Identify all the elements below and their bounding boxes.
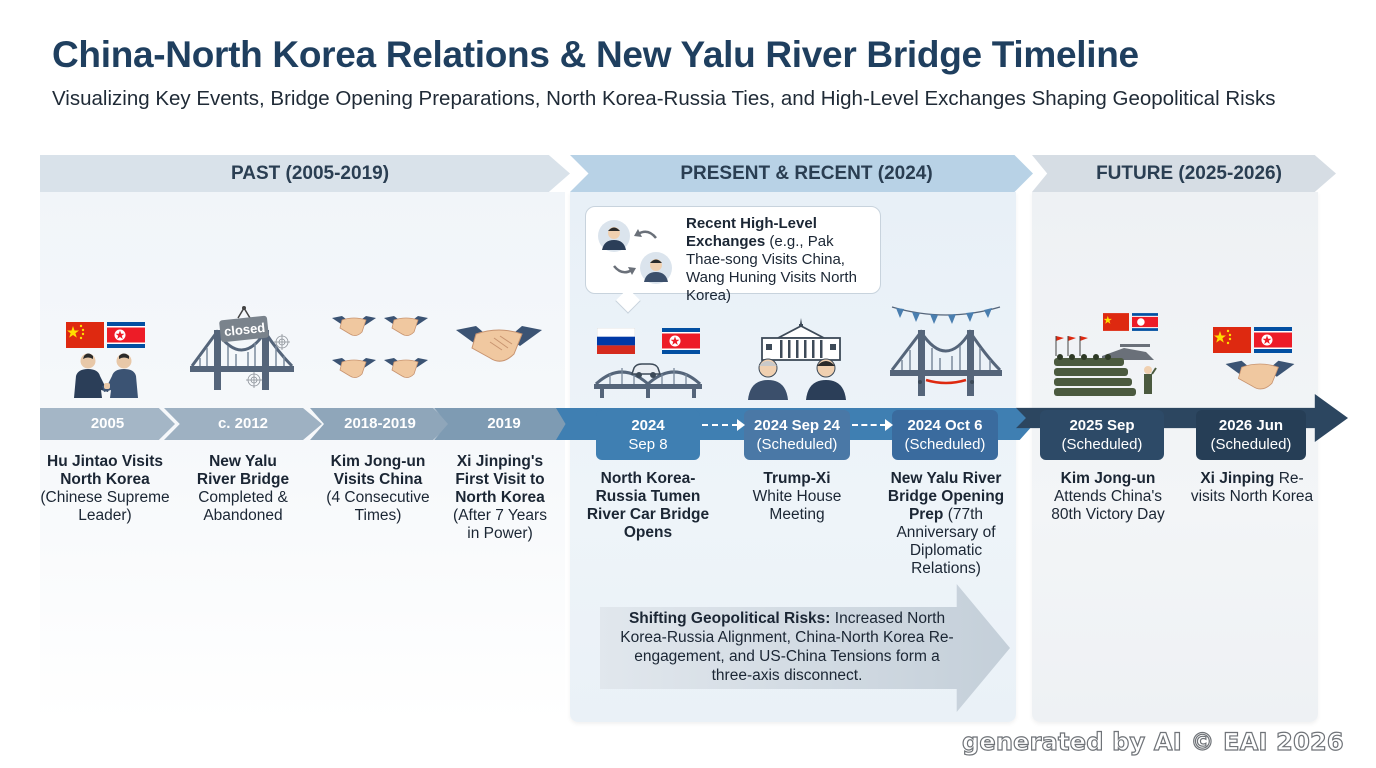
timeline-chevron-2012: c. 2012: [164, 408, 322, 440]
dashed-connector: [702, 424, 738, 426]
event-desc-2024-oct6: New Yalu River Bridge Opening Prep (77th…: [887, 470, 1005, 577]
era-header-past: PAST (2005-2019): [40, 155, 570, 192]
event-desc-2018: Kim Jong-un Visits China(4 Consecutive T…: [326, 453, 430, 524]
past-panel: [40, 192, 565, 722]
risk-title: Shifting Geopolitical Risks:: [628, 610, 831, 627]
handshake-icon: [1225, 360, 1295, 390]
bridge-icon: [594, 368, 702, 398]
timeline-chevron-2019: 2019: [434, 408, 574, 440]
north-korea-flag-icon: [1132, 313, 1158, 331]
timeline-node-2024-oct6: 2024 Oct 6(Scheduled): [892, 410, 998, 460]
bridge-icon: [190, 329, 294, 390]
handshake-icon: [384, 316, 428, 336]
era-header-future: FUTURE (2025-2026): [1032, 155, 1336, 192]
bubble-title: Recent High-Level Exchanges: [686, 215, 817, 250]
era-header-present: PRESENT & RECENT (2024): [570, 155, 1033, 192]
page-title: China-North Korea Relations & New Yalu R…: [52, 34, 1139, 75]
dashed-arrow-head: [885, 419, 893, 431]
north-korea-flag-icon: [1254, 327, 1292, 353]
risk-detail: Increased North Korea-Russia Alignment, …: [620, 610, 954, 684]
handshake-icon: [332, 316, 376, 336]
page-subtitle: Visualizing Key Events, Bridge Opening P…: [52, 87, 1276, 110]
timeline-chevron-2005: 2005: [40, 408, 175, 440]
handshake-icon: [332, 358, 376, 378]
china-flag-icon: [1103, 313, 1129, 331]
closed-sign-icon: [219, 306, 269, 343]
bubble-text: Recent High-Level Exchanges (e.g., Pak T…: [686, 215, 876, 305]
event-desc-2005: Hu Jintao Visits North Korea(Chinese Sup…: [40, 453, 170, 524]
bridge-icon: [890, 329, 1002, 396]
white-house-icon: [761, 318, 841, 361]
russia-flag-icon: [597, 328, 635, 354]
dashed-connector: [852, 424, 886, 426]
handshake-icon: [456, 326, 542, 362]
leaders-icon: [748, 358, 846, 400]
military-parade-icon: [1054, 336, 1157, 396]
high-level-exchanges-bubble: [585, 206, 881, 294]
timeline-node-2024-sep24: 2024 Sep 24(Scheduled): [744, 410, 850, 460]
handshake-icon: [384, 358, 428, 378]
north-korea-flag-icon: [107, 322, 145, 348]
geopolitical-risk-text: Shifting Geopolitical Risks: Increased N…: [612, 609, 962, 685]
event-desc-2024-sep8: North Korea-Russia Tumen River Car Bridg…: [586, 470, 710, 541]
car-icon: [630, 363, 662, 378]
event-desc-2019: Xi Jinping's First Visit to North Korea …: [453, 453, 547, 542]
north-korea-flag-icon: [662, 328, 700, 354]
swap-arrows-icon: [598, 220, 672, 284]
china-flag-icon: [66, 322, 104, 348]
dashed-arrow-head: [737, 419, 745, 431]
bubble-detail: (e.g., Pak Thae-song Visits China, Wang …: [686, 233, 857, 304]
event-desc-2026: Xi Jinping Re-visits North Korea: [1190, 470, 1314, 505]
leaders-icon: [74, 353, 138, 398]
china-flag-icon: [1213, 327, 1251, 353]
timeline-node-2025: 2025 Sep(Scheduled): [1040, 410, 1164, 460]
bunting-icon: [891, 306, 1001, 324]
watermark: generated by AI © EAI 2026: [961, 727, 1344, 756]
timeline-chevron-2018: 2018-2019: [310, 408, 450, 440]
timeline-node-2026: 2026 Jun(Scheduled): [1196, 410, 1306, 460]
